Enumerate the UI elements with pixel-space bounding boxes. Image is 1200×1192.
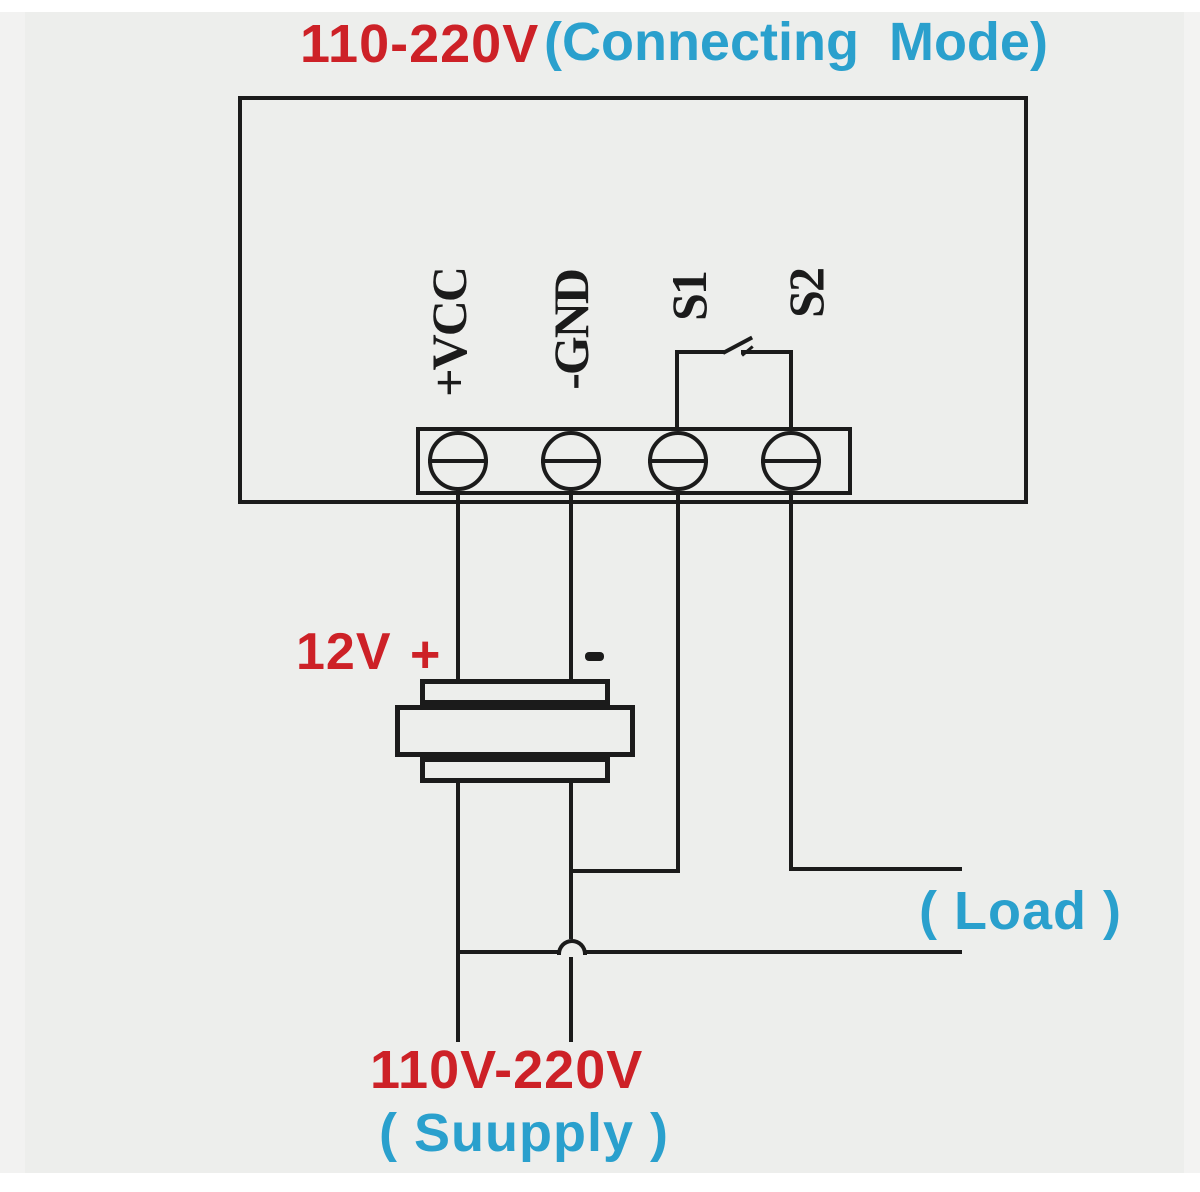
- top-white-band: [0, 0, 1200, 12]
- wire-s2-to-load: [789, 867, 962, 871]
- screw-slot: [428, 459, 488, 463]
- wire-vcc-supply: [456, 779, 460, 1042]
- switch-right-lead: [741, 350, 793, 354]
- wire-gnd-to-s1-link: [569, 869, 680, 873]
- wire-s2-down: [789, 491, 793, 871]
- adapter-bottom-section: [420, 757, 610, 783]
- switch-s2-drop-wire: [789, 350, 793, 431]
- bottom-white-band: [0, 1173, 1200, 1192]
- wire-vcc-upper: [456, 487, 460, 683]
- terminal-label-vcc: +VCC: [421, 268, 477, 397]
- supply-voltage-label: 110V-220V: [370, 1040, 644, 1100]
- load-label: ( Load ): [919, 881, 1122, 941]
- wire-gnd-supply-upper: [569, 779, 573, 939]
- title-voltage-text: 110-220V: [300, 14, 540, 74]
- wire-supply-to-load-left: [456, 950, 560, 954]
- wire-gnd-upper: [569, 487, 573, 683]
- wire-gnd-supply-lower: [569, 957, 573, 1042]
- right-edge-band: [1184, 12, 1200, 1173]
- dc-minus-label: [585, 652, 604, 661]
- terminal-label-gnd: -GND: [543, 270, 599, 390]
- terminal-label-s1: S1: [661, 272, 717, 321]
- wire-crossover-hop: [557, 939, 587, 955]
- terminal-screw-s2: [761, 431, 821, 491]
- switch-s1-drop-wire: [675, 350, 679, 431]
- device-outline: [238, 96, 1028, 504]
- adapter-top-section: [420, 679, 610, 705]
- screw-slot: [541, 459, 601, 463]
- supply-label: ( Suupply ): [379, 1103, 669, 1163]
- wire-supply-to-load-right: [584, 950, 962, 954]
- adapter-body: [395, 705, 635, 757]
- terminal-screw-vcc: [428, 431, 488, 491]
- terminal-screw-gnd: [541, 431, 601, 491]
- left-edge-band: [0, 12, 25, 1173]
- wire-s1-down: [676, 489, 680, 873]
- title-mode-text: (Connecting Mode): [544, 12, 1048, 72]
- screw-slot: [761, 459, 821, 463]
- switch-left-lead: [675, 350, 725, 354]
- dc-plus-label: +: [410, 626, 442, 684]
- terminal-screw-s1: [648, 431, 708, 491]
- screw-slot: [648, 459, 708, 463]
- dc-voltage-label: 12V: [296, 623, 392, 681]
- terminal-label-s2: S2: [778, 269, 834, 318]
- terminal-block: [416, 427, 852, 495]
